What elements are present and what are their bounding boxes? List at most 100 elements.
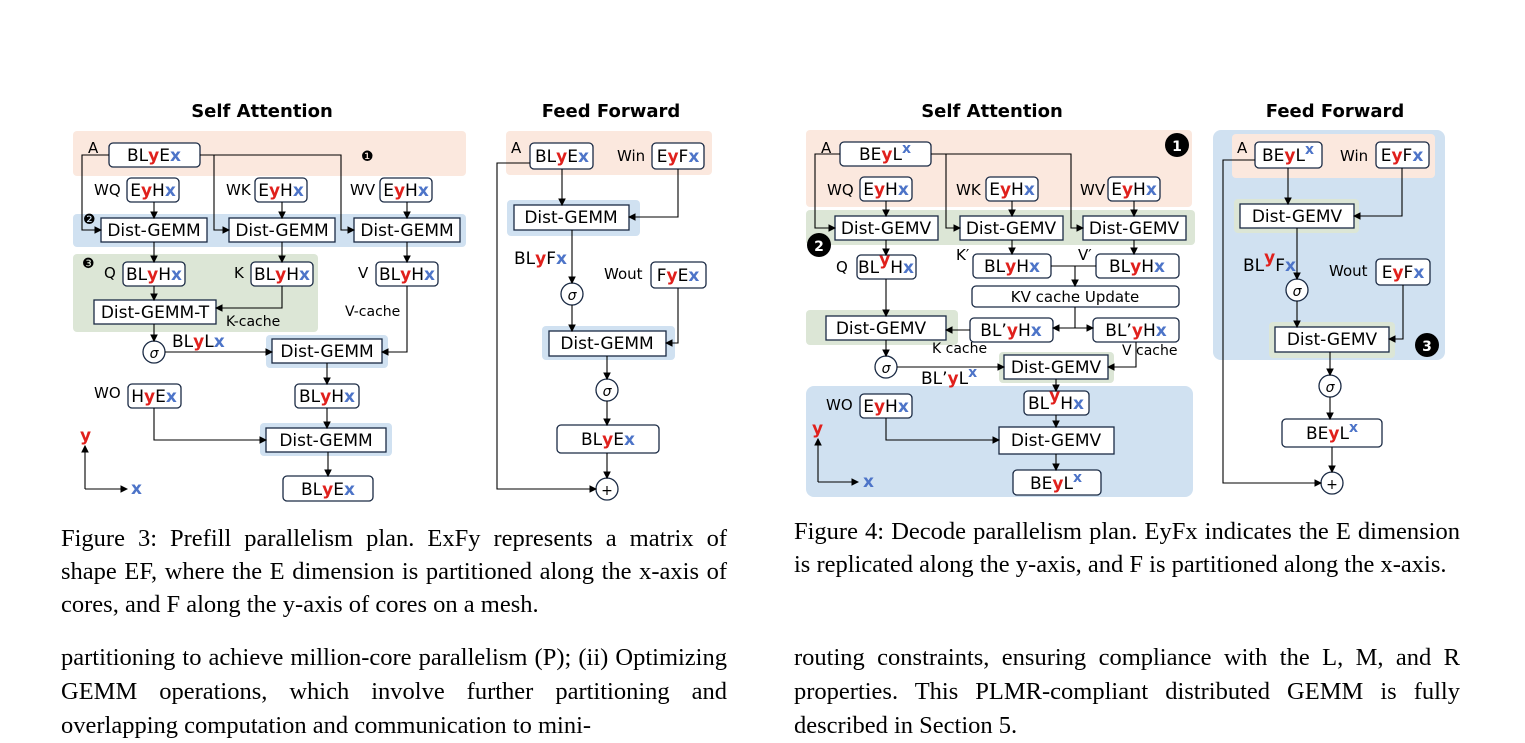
fig3-label-Win: Win: [617, 147, 645, 165]
fig4-ffn-tensor-EyFx: EyFx: [1381, 146, 1424, 166]
fig4-op-box: [998, 426, 1115, 455]
fig4-connector: [931, 153, 1085, 232]
fig4-caption-number: Figure 4:: [794, 518, 885, 545]
fig3-caption-number: Figure 3:: [61, 525, 158, 552]
fig4-connector: [1387, 285, 1404, 343]
fig4-kcache: K cache: [932, 341, 987, 357]
fig3-connector: [153, 408, 268, 444]
fig3-connector: [664, 288, 679, 347]
fig4-connector: [1051, 307, 1076, 332]
fig3-ffn-gemm2: Dist-GEMM: [560, 334, 653, 354]
fig4-label-Wout: Wout: [1329, 262, 1368, 280]
fig4-tensor-BLpyLx: BL’yLx: [921, 365, 977, 389]
fig3-ffn-connectors: [496, 162, 679, 493]
fig4-step3: 3: [1422, 339, 1432, 355]
fig3-tensor-BLyLx: BLyLx: [172, 332, 225, 352]
fig4-step-marker: [1165, 133, 1189, 157]
fig4-label-Wv: WV: [1080, 181, 1106, 199]
fig4-gemv-qk: Dist-GEMV: [836, 319, 927, 339]
fig3-gemm-k: Dist-GEMM: [235, 221, 328, 241]
fig4-gemv-v: Dist-GEMV: [1089, 219, 1180, 239]
fig3-step1: ❶: [361, 149, 374, 165]
fig4-caption-text: Decode parallelism plan. EyFx indicates …: [794, 518, 1460, 578]
fig4-tensor-BLyHx: BLyHx: [1109, 257, 1165, 277]
fig4-tensor-EyHx: EyHx: [863, 397, 909, 417]
fig4-step1: 1: [1172, 139, 1182, 155]
fig4-axis-x: x: [863, 472, 874, 492]
fig3-ffn-gemm1: Dist-GEMM: [524, 208, 617, 228]
fig4-gemv-q: Dist-GEMV: [841, 219, 932, 239]
fig3-ffn-label-A: A: [511, 139, 522, 157]
fig3-label-Wk: WK: [226, 181, 252, 199]
fig4-tensor-BLyHx: BLyHx: [984, 257, 1040, 277]
fig4-label-Vp: V′: [1078, 246, 1092, 264]
fig3-caption: Figure 3: Prefill parallelism plan. ExFy…: [61, 522, 727, 621]
fig3-connector: [214, 286, 283, 312]
fig4-ffn-title: Feed Forward: [1266, 101, 1404, 122]
fig3-tensor-EyHx: EyHx: [383, 181, 429, 201]
fig3-op-box: [513, 204, 630, 231]
fig4-tensor-BEyLx: BEyLx: [859, 141, 911, 165]
fig4-ffn-connectors: [1222, 159, 1404, 487]
fig4-ffn-plus: +: [1326, 477, 1338, 493]
fig3-op-box: [93, 299, 217, 325]
fig3-connector: [213, 155, 231, 234]
figure3-diagram: Self Attention Feed Forward ❶ ❷ ❸ A BLyE…: [73, 101, 712, 502]
fig3-connectors: [81, 154, 411, 478]
fig4-connector: [1352, 168, 1403, 220]
fig3-tensor-BLyHx: BLyHx: [379, 265, 435, 285]
fig3-connector: [81, 154, 109, 234]
fig3-tensor-BLyHx: BLyHx: [254, 265, 310, 285]
fig4-ffn-sigma2: σ: [1326, 380, 1336, 396]
fig3-label-V: V: [358, 264, 369, 282]
fig4-connector: [814, 153, 840, 232]
fig4-op-box: [825, 315, 947, 341]
fig3-tensor-BLyEx: BLyEx: [127, 146, 181, 166]
fig3-gemm-v: Dist-GEMM: [360, 221, 453, 241]
fig4-ffn-tensor-EyFx2: EyFx: [1382, 263, 1425, 283]
fig3-label-Wv: WV: [350, 181, 376, 199]
fig4-sigma: σ: [882, 361, 892, 377]
fig3-ffn-tensor-out: BLyEx: [581, 430, 635, 450]
fig4-connector: [1051, 265, 1079, 288]
fig3-label-Q: Q: [104, 264, 116, 282]
fig4-ffn-gemv1: Dist-GEMV: [1252, 207, 1343, 227]
fig4-caption: Figure 4: Decode parallelism plan. EyFx …: [794, 515, 1460, 581]
fig4-tensor-BLpyHx: BL’yHx: [980, 321, 1041, 341]
fig3-vcache: V-cache: [345, 304, 400, 320]
fig4-label-Win: Win: [1340, 147, 1368, 165]
fig3-label-K: K: [234, 264, 245, 282]
body-text-left: partitioning to achieve million-core par…: [61, 644, 727, 739]
fig3-axis-y: y: [80, 426, 91, 446]
fig3-matrix-box: [379, 177, 433, 203]
fig4-connector: [885, 418, 1001, 444]
fig3-gemm-q: Dist-GEMM: [107, 221, 200, 241]
fig4-connector: [1106, 342, 1137, 371]
body-text-right: routing constraints, ensuring compliance…: [794, 644, 1460, 739]
fig3-kcache: K-cache: [226, 314, 280, 330]
fig3-label-Wout: Wout: [604, 265, 643, 283]
fig3-caption-text: Prefill parallelism plan. ExFy represent…: [61, 525, 727, 618]
fig4-axis-y: y: [812, 419, 823, 439]
figures-svg: Self Attention Feed Forward ❶ ❷ ❸ A BLyE…: [73, 101, 1445, 502]
fig3-ffn-tensor-EyFx: EyFx: [657, 147, 700, 167]
fig3-attention-title: Self Attention: [191, 101, 333, 122]
fig3-connector: [380, 286, 408, 356]
fig4-kv-update: KV cache Update: [1011, 288, 1139, 306]
fig3-ffn-plus: +: [601, 483, 613, 499]
figure4-diagram: Self Attention Feed Forward 1 2 3 A BEyL…: [806, 101, 1445, 497]
fig4-ffn-label-A: A: [1237, 139, 1248, 157]
fig4-connector: [1222, 159, 1323, 487]
fig3-tensor-BLyEx: BLyEx: [301, 480, 355, 500]
fig4-label-Wo: WO: [826, 396, 853, 414]
fig3-label-Wo: WO: [94, 384, 121, 402]
fig4-label-Wk: WK: [956, 181, 982, 199]
fig3-axis-x: x: [131, 479, 142, 499]
fig3-sigma: σ: [150, 346, 160, 362]
paper-page: Self Attention Feed Forward ❶ ❷ ❸ A BLyE…: [61, 101, 1460, 739]
fig4-connectors: [814, 153, 1138, 472]
fig4-step-marker: [1415, 333, 1439, 357]
fig3-connector: [200, 154, 356, 234]
fig3-ffn-sigma2: σ: [603, 384, 613, 400]
fig3-ffn-title: Feed Forward: [542, 101, 680, 122]
